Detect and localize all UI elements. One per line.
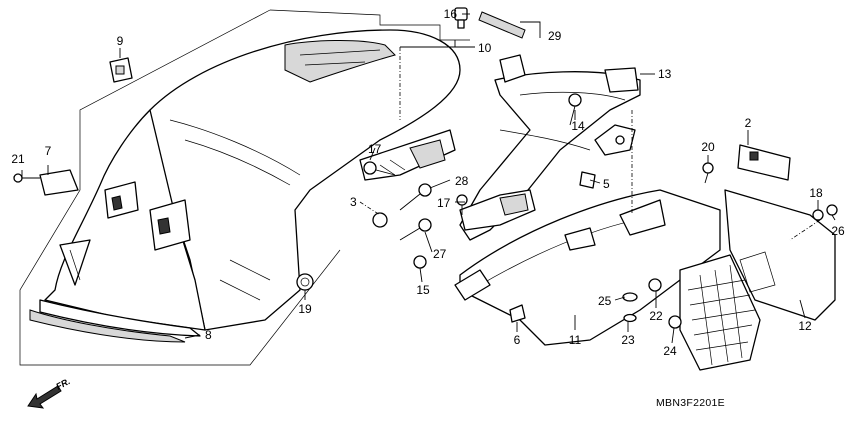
callout-18: 18 [809, 186, 823, 200]
group-boundary-left [19, 9, 341, 366]
callout-14: 14 [571, 119, 585, 133]
callout-21: 21 [11, 152, 25, 166]
callout-22: 22 [649, 309, 663, 323]
group-boundary [269, 9, 470, 41]
rear-fender-body [44, 29, 461, 331]
callout-6: 6 [514, 333, 521, 347]
callout-16: 16 [444, 7, 458, 21]
callout-25: 25 [598, 294, 612, 308]
callout-8: 8 [205, 328, 212, 342]
callout-17-top: 17 [368, 142, 382, 156]
callout-11: 11 [569, 333, 582, 347]
callout-10: 10 [478, 41, 492, 55]
callout-12: 12 [798, 319, 812, 333]
reflector [737, 144, 791, 181]
callout-20: 20 [701, 140, 715, 154]
callout-17-mid: 17 [437, 196, 451, 210]
seat-bracket [359, 129, 536, 231]
diagram-code: MBN3F2201E [656, 397, 725, 409]
callout-9: 9 [117, 34, 124, 48]
callout-15: 15 [416, 283, 430, 297]
direction-label: FR. [54, 376, 71, 392]
callout-19: 19 [298, 302, 312, 316]
callout-13: 13 [658, 67, 672, 81]
seal-strip [478, 11, 526, 39]
callout-26: 26 [831, 224, 845, 238]
callout-5: 5 [603, 177, 610, 191]
callout-23: 23 [621, 333, 635, 347]
callout-2: 2 [745, 116, 752, 130]
mud-flap-lattice [679, 254, 761, 371]
callout-27: 27 [433, 247, 447, 261]
callout-29: 29 [548, 29, 562, 43]
fender-trim-strip [29, 299, 201, 343]
callout-7: 7 [45, 144, 52, 158]
inner-fender [454, 189, 721, 346]
callout-28: 28 [455, 174, 469, 188]
callout-3: 3 [350, 195, 357, 209]
fasteners [13, 7, 838, 329]
callout-24: 24 [663, 344, 677, 358]
leader-lines [21, 13, 836, 344]
front-direction-arrow: FR. [27, 376, 72, 409]
